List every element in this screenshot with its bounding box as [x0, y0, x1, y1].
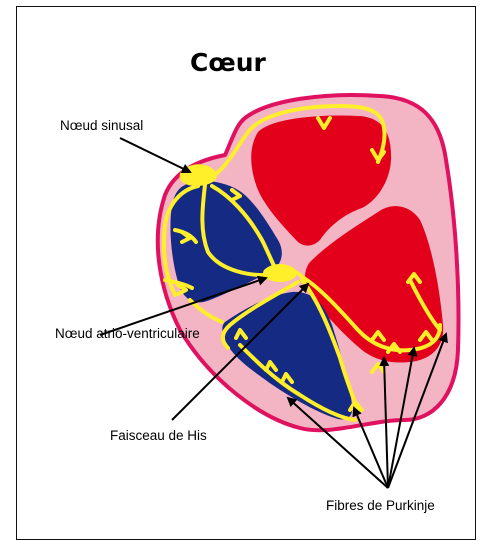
label-av-node: Nœud atrio-ventriculaire: [55, 324, 205, 343]
label-bundle-of-his: Faisceau de His: [110, 428, 207, 443]
label-sinus-node: Nœud sinusal: [60, 118, 143, 133]
label-purkinje-fibers: Fibres de Purkinje: [326, 498, 435, 513]
